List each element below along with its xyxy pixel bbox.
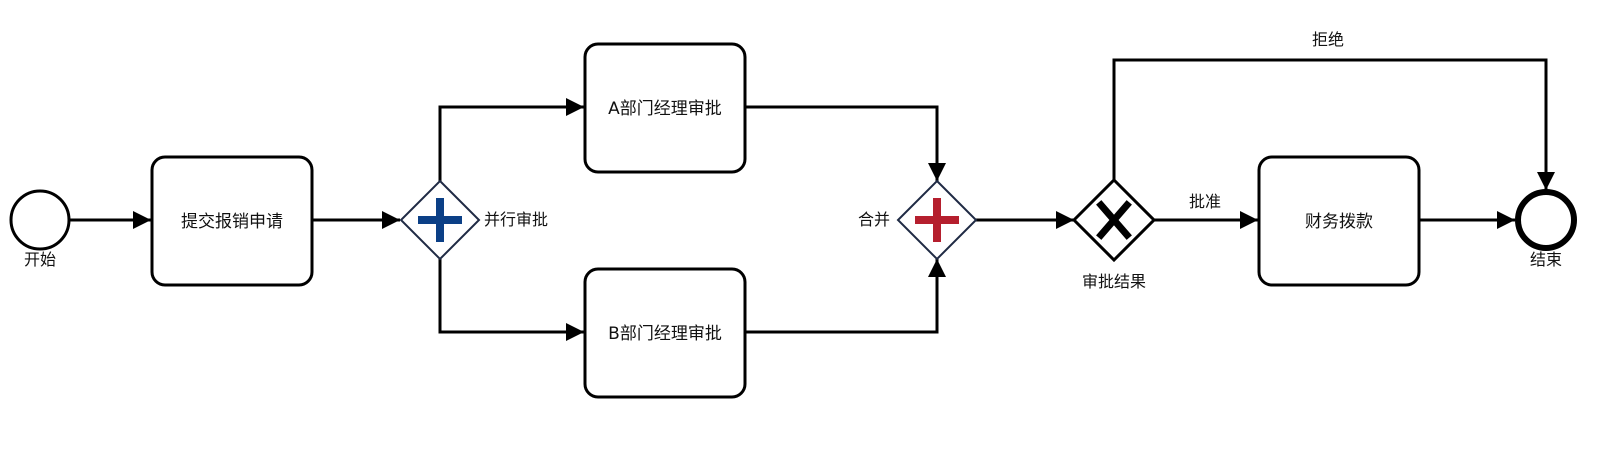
start-event[interactable] <box>9 189 71 251</box>
task-payment[interactable]: 财务拨款 <box>1257 155 1421 287</box>
task-payment-label: 财务拨款 <box>1305 212 1373 232</box>
task-submit-box <box>150 155 314 287</box>
flow-fork-to-approve-a[interactable] <box>438 98 584 181</box>
start-event-label: 开始 <box>24 250 56 269</box>
task-approve-b[interactable]: B部门经理审批 <box>583 267 747 399</box>
end-event-label: 结束 <box>1530 250 1562 269</box>
task-approve-a-label: A部门经理审批 <box>608 99 722 119</box>
task-approve-a-box <box>583 42 747 174</box>
flow-fork-to-approve-b[interactable] <box>438 259 584 341</box>
flow-approve-b-to-join[interactable] <box>745 259 946 334</box>
end-event-icon <box>1515 189 1577 251</box>
task-submit-label: 提交报销申请 <box>181 212 283 232</box>
gateway-fork[interactable] <box>399 179 481 261</box>
parallel-gateway-plus-icon <box>915 198 959 242</box>
flow-reject-label: 拒绝 <box>1312 30 1344 49</box>
gateway-decision-label: 审批结果 <box>1082 272 1146 291</box>
task-approve-b-label: B部门经理审批 <box>608 324 722 344</box>
task-approve-a[interactable]: A部门经理审批 <box>583 42 747 174</box>
gateway-join[interactable] <box>896 179 978 261</box>
task-payment-box <box>1257 155 1421 287</box>
start-event-icon <box>9 189 71 251</box>
gateway-decision[interactable] <box>1071 177 1157 263</box>
exclusive-gateway-x-icon <box>1096 200 1132 240</box>
task-approve-b-box <box>583 267 747 399</box>
task-submit[interactable]: 提交报销申请 <box>150 155 314 287</box>
flow-approve-a-to-join[interactable] <box>745 105 946 181</box>
sequence-flows <box>69 58 1555 341</box>
gateway-fork-label: 并行审批 <box>484 210 548 229</box>
gateway-join-label: 合并 <box>858 210 890 229</box>
end-event[interactable] <box>1515 189 1577 251</box>
flow-approve-label: 批准 <box>1189 192 1221 211</box>
flow-decision-reject[interactable] <box>1112 58 1555 190</box>
parallel-gateway-plus-icon <box>418 198 462 242</box>
